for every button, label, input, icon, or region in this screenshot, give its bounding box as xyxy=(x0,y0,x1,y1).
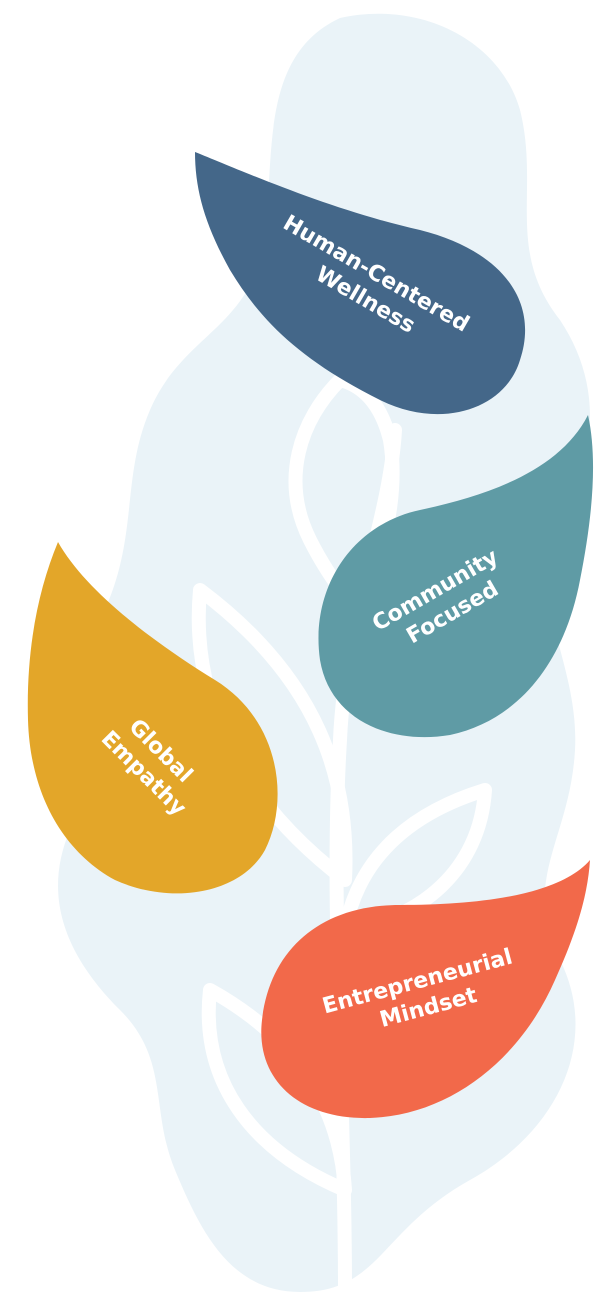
leaf-community-focused: Community Focused xyxy=(318,415,594,738)
leaf-global-empathy: Global Empathy xyxy=(27,542,278,894)
leaf-entrepreneurial-mindset: Entrepreneurial Mindset xyxy=(261,860,590,1119)
leaf-shape xyxy=(27,542,278,894)
leaf-shape xyxy=(261,860,590,1119)
leaf-shape xyxy=(195,152,526,415)
leaf-human-centered-wellness: Human-Centered Wellness xyxy=(195,152,526,415)
leaf-shape xyxy=(318,415,594,738)
